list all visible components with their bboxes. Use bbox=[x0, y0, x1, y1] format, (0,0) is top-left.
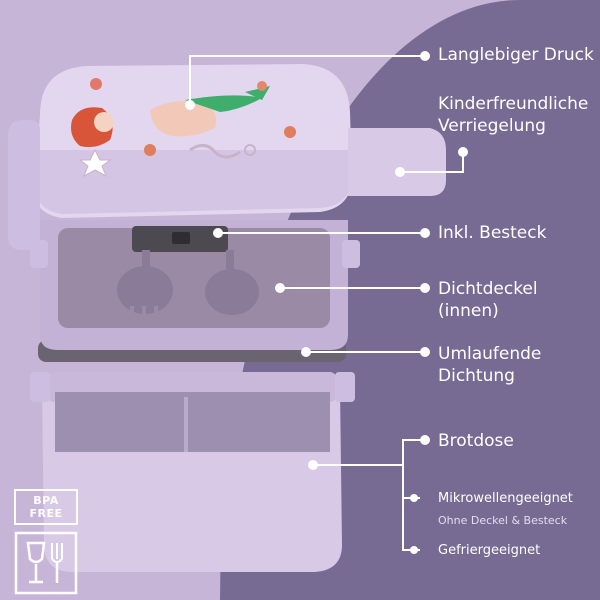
leader-dots bbox=[185, 51, 468, 554]
bpa-free-text: BPA FREE bbox=[14, 489, 78, 525]
feature-label-inner-lid: Dichtdeckel (innen) bbox=[438, 279, 538, 321]
spoon bbox=[205, 250, 259, 315]
glass-fork-food-safe-icon bbox=[14, 531, 78, 595]
bpa-free-badge: BPA FREE bbox=[14, 489, 78, 599]
fork bbox=[117, 250, 173, 320]
feature-label-lunchbox: Brotdose bbox=[438, 431, 514, 451]
feature-label-lock: Kinderfreundliche Verriegelung bbox=[438, 94, 589, 136]
bottom-container bbox=[30, 372, 355, 572]
feature-label-print: Langlebiger Druck bbox=[438, 45, 594, 65]
feature-note-microwave: Ohne Deckel & Besteck bbox=[438, 514, 568, 527]
feature-label-microwave: Mikrowellengeeignet bbox=[438, 491, 573, 506]
mermaid-print bbox=[71, 78, 296, 178]
feature-label-cutlery: Inkl. Besteck bbox=[438, 223, 547, 243]
printed-lid bbox=[8, 64, 446, 250]
feature-label-seal: Umlaufende Dichtung bbox=[438, 344, 542, 386]
feature-label-freezer: Gefriergeeignet bbox=[438, 543, 541, 558]
inner-lid-tray bbox=[30, 220, 360, 350]
